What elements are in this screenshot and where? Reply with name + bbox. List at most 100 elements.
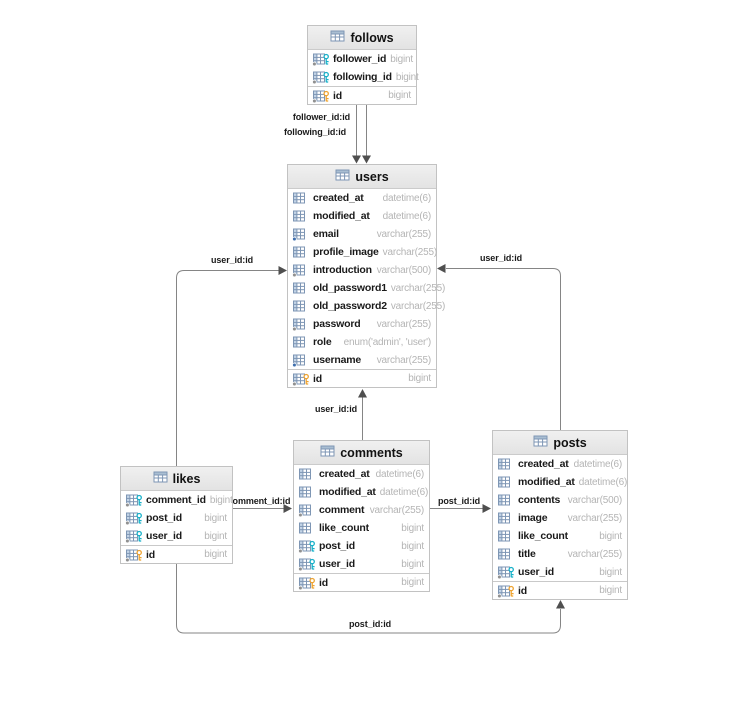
column-name: user_id — [319, 558, 355, 570]
column-type: varchar(255) — [567, 548, 622, 560]
column-name: id — [313, 372, 322, 385]
primary-key-icon — [292, 372, 311, 386]
column-icon — [298, 467, 317, 481]
column-row-posts-id[interactable]: id bigint — [493, 581, 627, 599]
table-icon — [335, 169, 350, 184]
column-name: post_id — [319, 540, 355, 552]
column-name: user_id — [146, 530, 182, 542]
table-header-likes[interactable]: likes — [121, 467, 232, 491]
column-type: bigint — [388, 90, 411, 101]
arrowhead — [362, 155, 371, 164]
column-name: comment_id — [146, 494, 206, 506]
table-header-follows[interactable]: follows — [308, 26, 416, 50]
column-type: bigint — [599, 530, 622, 542]
column-icon — [292, 209, 311, 223]
relationship-line — [176, 270, 279, 466]
column-icon — [292, 191, 311, 205]
column-name: old_password2 — [313, 300, 387, 312]
column-row-likes-post_id[interactable]: post_id bigint — [121, 509, 232, 527]
column-name: like_count — [319, 522, 369, 534]
table-header-users[interactable]: users — [288, 165, 436, 189]
column-name: user_id — [518, 566, 554, 578]
table-title: follows — [350, 30, 394, 45]
column-type: bigint — [599, 585, 622, 596]
column-type: enum('admin', 'user') — [343, 336, 432, 348]
column-type: varchar(500) — [376, 264, 431, 276]
primary-key-icon — [125, 548, 144, 562]
table-icon — [533, 435, 548, 450]
table-header-posts[interactable]: posts — [493, 431, 627, 455]
foreign-key-icon — [312, 52, 331, 66]
relationship-label: user_id:id — [210, 255, 253, 265]
table-icon — [153, 471, 168, 486]
table-icon — [330, 30, 345, 45]
foreign-key-icon — [125, 529, 144, 543]
column-row-posts-like_count[interactable]: like_count bigint — [493, 527, 627, 545]
arrowhead — [556, 600, 565, 609]
column-name: created_at — [313, 192, 364, 204]
column-name: modified_at — [518, 476, 575, 488]
column-icon — [298, 503, 317, 517]
column-name: post_id — [146, 512, 182, 524]
column-name: follower_id — [333, 53, 387, 65]
column-type: bigint — [395, 71, 419, 83]
column-icon — [292, 227, 311, 241]
column-name: title — [518, 548, 536, 560]
column-row-posts-title[interactable]: title varchar(255) — [493, 545, 627, 563]
column-type: bigint — [204, 512, 227, 524]
column-icon — [497, 457, 516, 471]
arrowhead — [482, 504, 491, 513]
column-name: id — [146, 548, 155, 561]
column-name: modified_at — [319, 486, 376, 498]
column-type: varchar(255) — [382, 246, 437, 258]
column-type: varchar(255) — [376, 228, 431, 240]
table-header-comments[interactable]: comments — [294, 441, 429, 465]
relationship-line — [176, 563, 561, 634]
relationship-label: post_id:id — [349, 619, 391, 629]
arrowhead — [352, 155, 361, 164]
column-icon — [292, 335, 311, 349]
column-icon — [292, 299, 311, 313]
column-name: id — [518, 584, 527, 597]
column-type: varchar(255) — [390, 282, 446, 294]
column-name: like_count — [518, 530, 568, 542]
foreign-key-icon — [125, 493, 144, 507]
relationship-label: comment_id:id — [227, 496, 291, 506]
